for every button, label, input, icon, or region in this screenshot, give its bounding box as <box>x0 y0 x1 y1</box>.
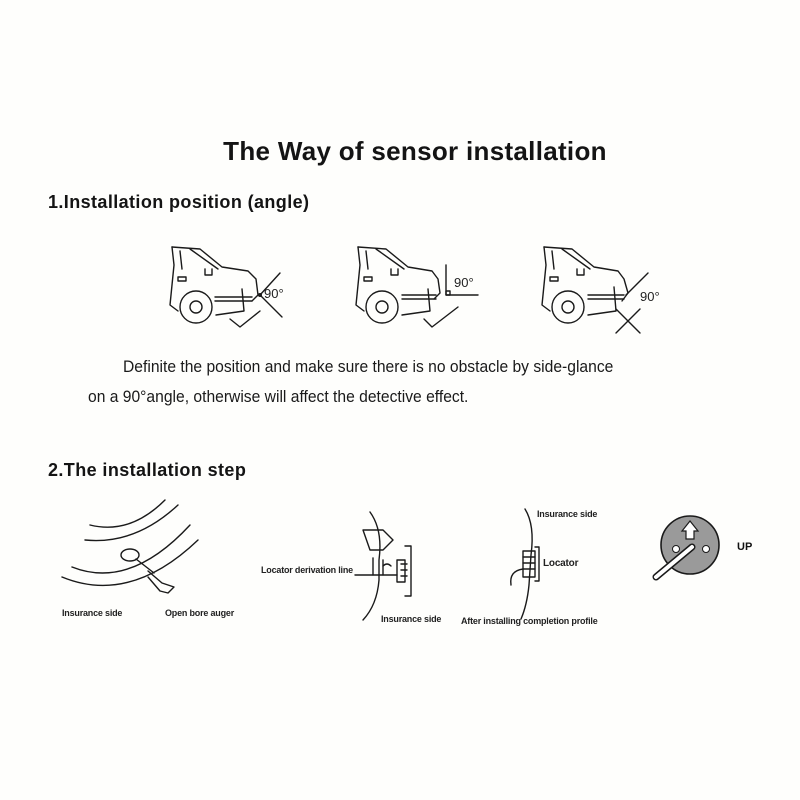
angle-label: 90° <box>640 289 660 304</box>
step2-label-locator-derivation-line: Locator derivation line <box>261 565 353 575</box>
step-4-orientation: UP <box>640 505 780 605</box>
locator-installed-icon <box>510 508 540 620</box>
description-line-2: on a 90°angle, otherwise will affect the… <box>88 387 469 406</box>
page-title: The Way of sensor installation <box>223 136 607 166</box>
step1-label-open-bore-auger: Open bore auger <box>165 608 235 618</box>
step-1-drilling: Insurance side Open bore auger <box>50 495 260 625</box>
car-diagram-1: 90° <box>160 235 320 335</box>
step3-label-insurance-side: Insurance side <box>537 509 598 519</box>
section1-heading: 1.Installation position (angle) <box>48 192 310 212</box>
section2-heading: 2.The installation step <box>48 460 247 480</box>
locator-insert-icon <box>354 511 412 621</box>
car-diagram-3: 90° <box>530 235 690 335</box>
up-label: UP <box>737 541 753 553</box>
car-diagram-2: 90° <box>340 235 500 335</box>
description-line-1: Definite the position and make sure ther… <box>123 357 614 376</box>
sensor-up-orientation-icon <box>652 515 720 581</box>
step-3-installed: Insurance side Locator After installing … <box>455 495 625 635</box>
car-rear-sensor-icon <box>541 246 649 334</box>
step2-label-insurance-side: Insurance side <box>381 614 442 624</box>
bumper-drilling-icon <box>61 499 199 594</box>
step3-label-locator: Locator <box>543 558 579 569</box>
car-rear-sensor-icon <box>169 246 283 328</box>
step3-label-completion-profile: After installing completion profile <box>461 616 598 626</box>
step-2-locator: Locator derivation line Insurance side <box>255 500 455 640</box>
step1-label-insurance-side: Insurance side <box>62 608 123 618</box>
car-rear-sensor-icon <box>355 246 479 328</box>
angle-label: 90° <box>264 286 284 301</box>
angle-label: 90° <box>454 275 474 290</box>
